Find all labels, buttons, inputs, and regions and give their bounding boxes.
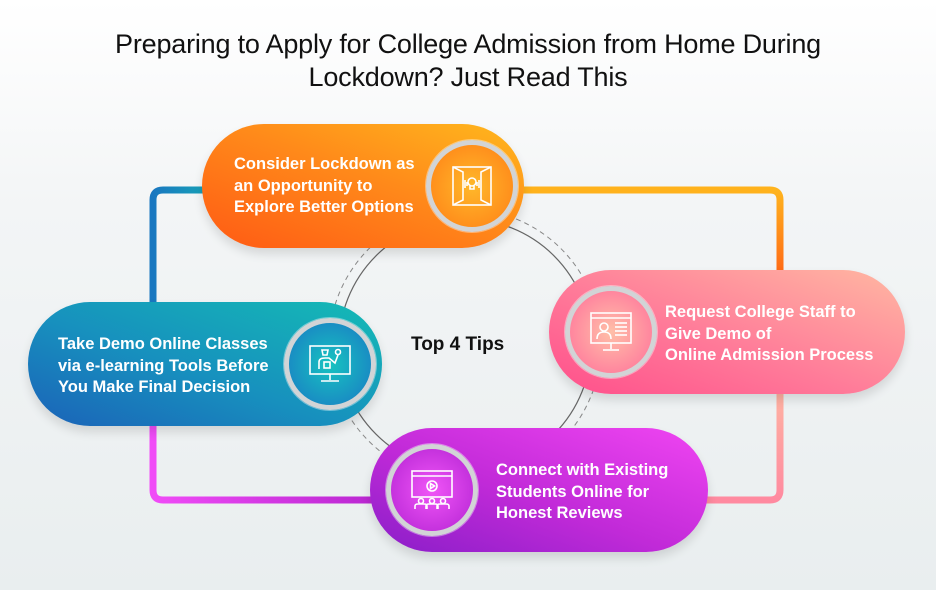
tip-text: Take Demo Online Classes via e-learning …: [58, 334, 269, 399]
icon-disc: [426, 140, 518, 232]
tip-line: Give Demo of: [665, 324, 772, 343]
tip-card-request-demo: Request College Staff to Give Demo of On…: [549, 270, 905, 394]
online-teacher-monitor-icon: [309, 345, 351, 382]
tip-text: Connect with Existing Students Online fo…: [496, 460, 668, 525]
icon-disc: [284, 318, 376, 410]
tip-card-demo-classes: Take Demo Online Classes via e-learning …: [28, 302, 382, 426]
page-title: Preparing to Apply for College Admission…: [0, 28, 936, 94]
tip-line: Take Demo Online Classes: [58, 335, 268, 353]
tip-line: Honest Reviews: [496, 504, 623, 522]
tip-line: Students Online for: [496, 482, 650, 501]
tip-line: Online Admission Process: [665, 346, 874, 364]
tip-text: Request College Staff to Give Demo of On…: [665, 302, 873, 367]
computer-user-profile-icon: [590, 312, 632, 351]
title-line-2: Lockdown? Just Read This: [308, 62, 628, 92]
tip-line: Request College Staff to: [665, 303, 856, 321]
video-audience-icon: [411, 470, 453, 509]
tip-card-opportunity: Consider Lockdown as an Opportunity to E…: [202, 124, 524, 248]
title-line-1: Preparing to Apply for College Admission…: [115, 29, 821, 59]
tip-card-connect-students: Connect with Existing Students Online fo…: [370, 428, 708, 552]
tip-line: an Opportunity to: [234, 176, 373, 195]
tip-line: Connect with Existing: [496, 461, 669, 479]
icon-disc: [565, 286, 657, 378]
icon-disc: [386, 444, 478, 536]
tip-text: Consider Lockdown as an Opportunity to E…: [234, 154, 415, 219]
tip-line: Consider Lockdown as: [234, 155, 415, 173]
tip-line: You Make Final Decision: [58, 378, 251, 396]
tip-line: via e-learning Tools Before: [58, 356, 269, 375]
door-lightbulb-icon: [452, 166, 492, 206]
center-label: Top 4 Tips: [411, 334, 505, 355]
tip-line: Explore Better Options: [234, 198, 414, 216]
